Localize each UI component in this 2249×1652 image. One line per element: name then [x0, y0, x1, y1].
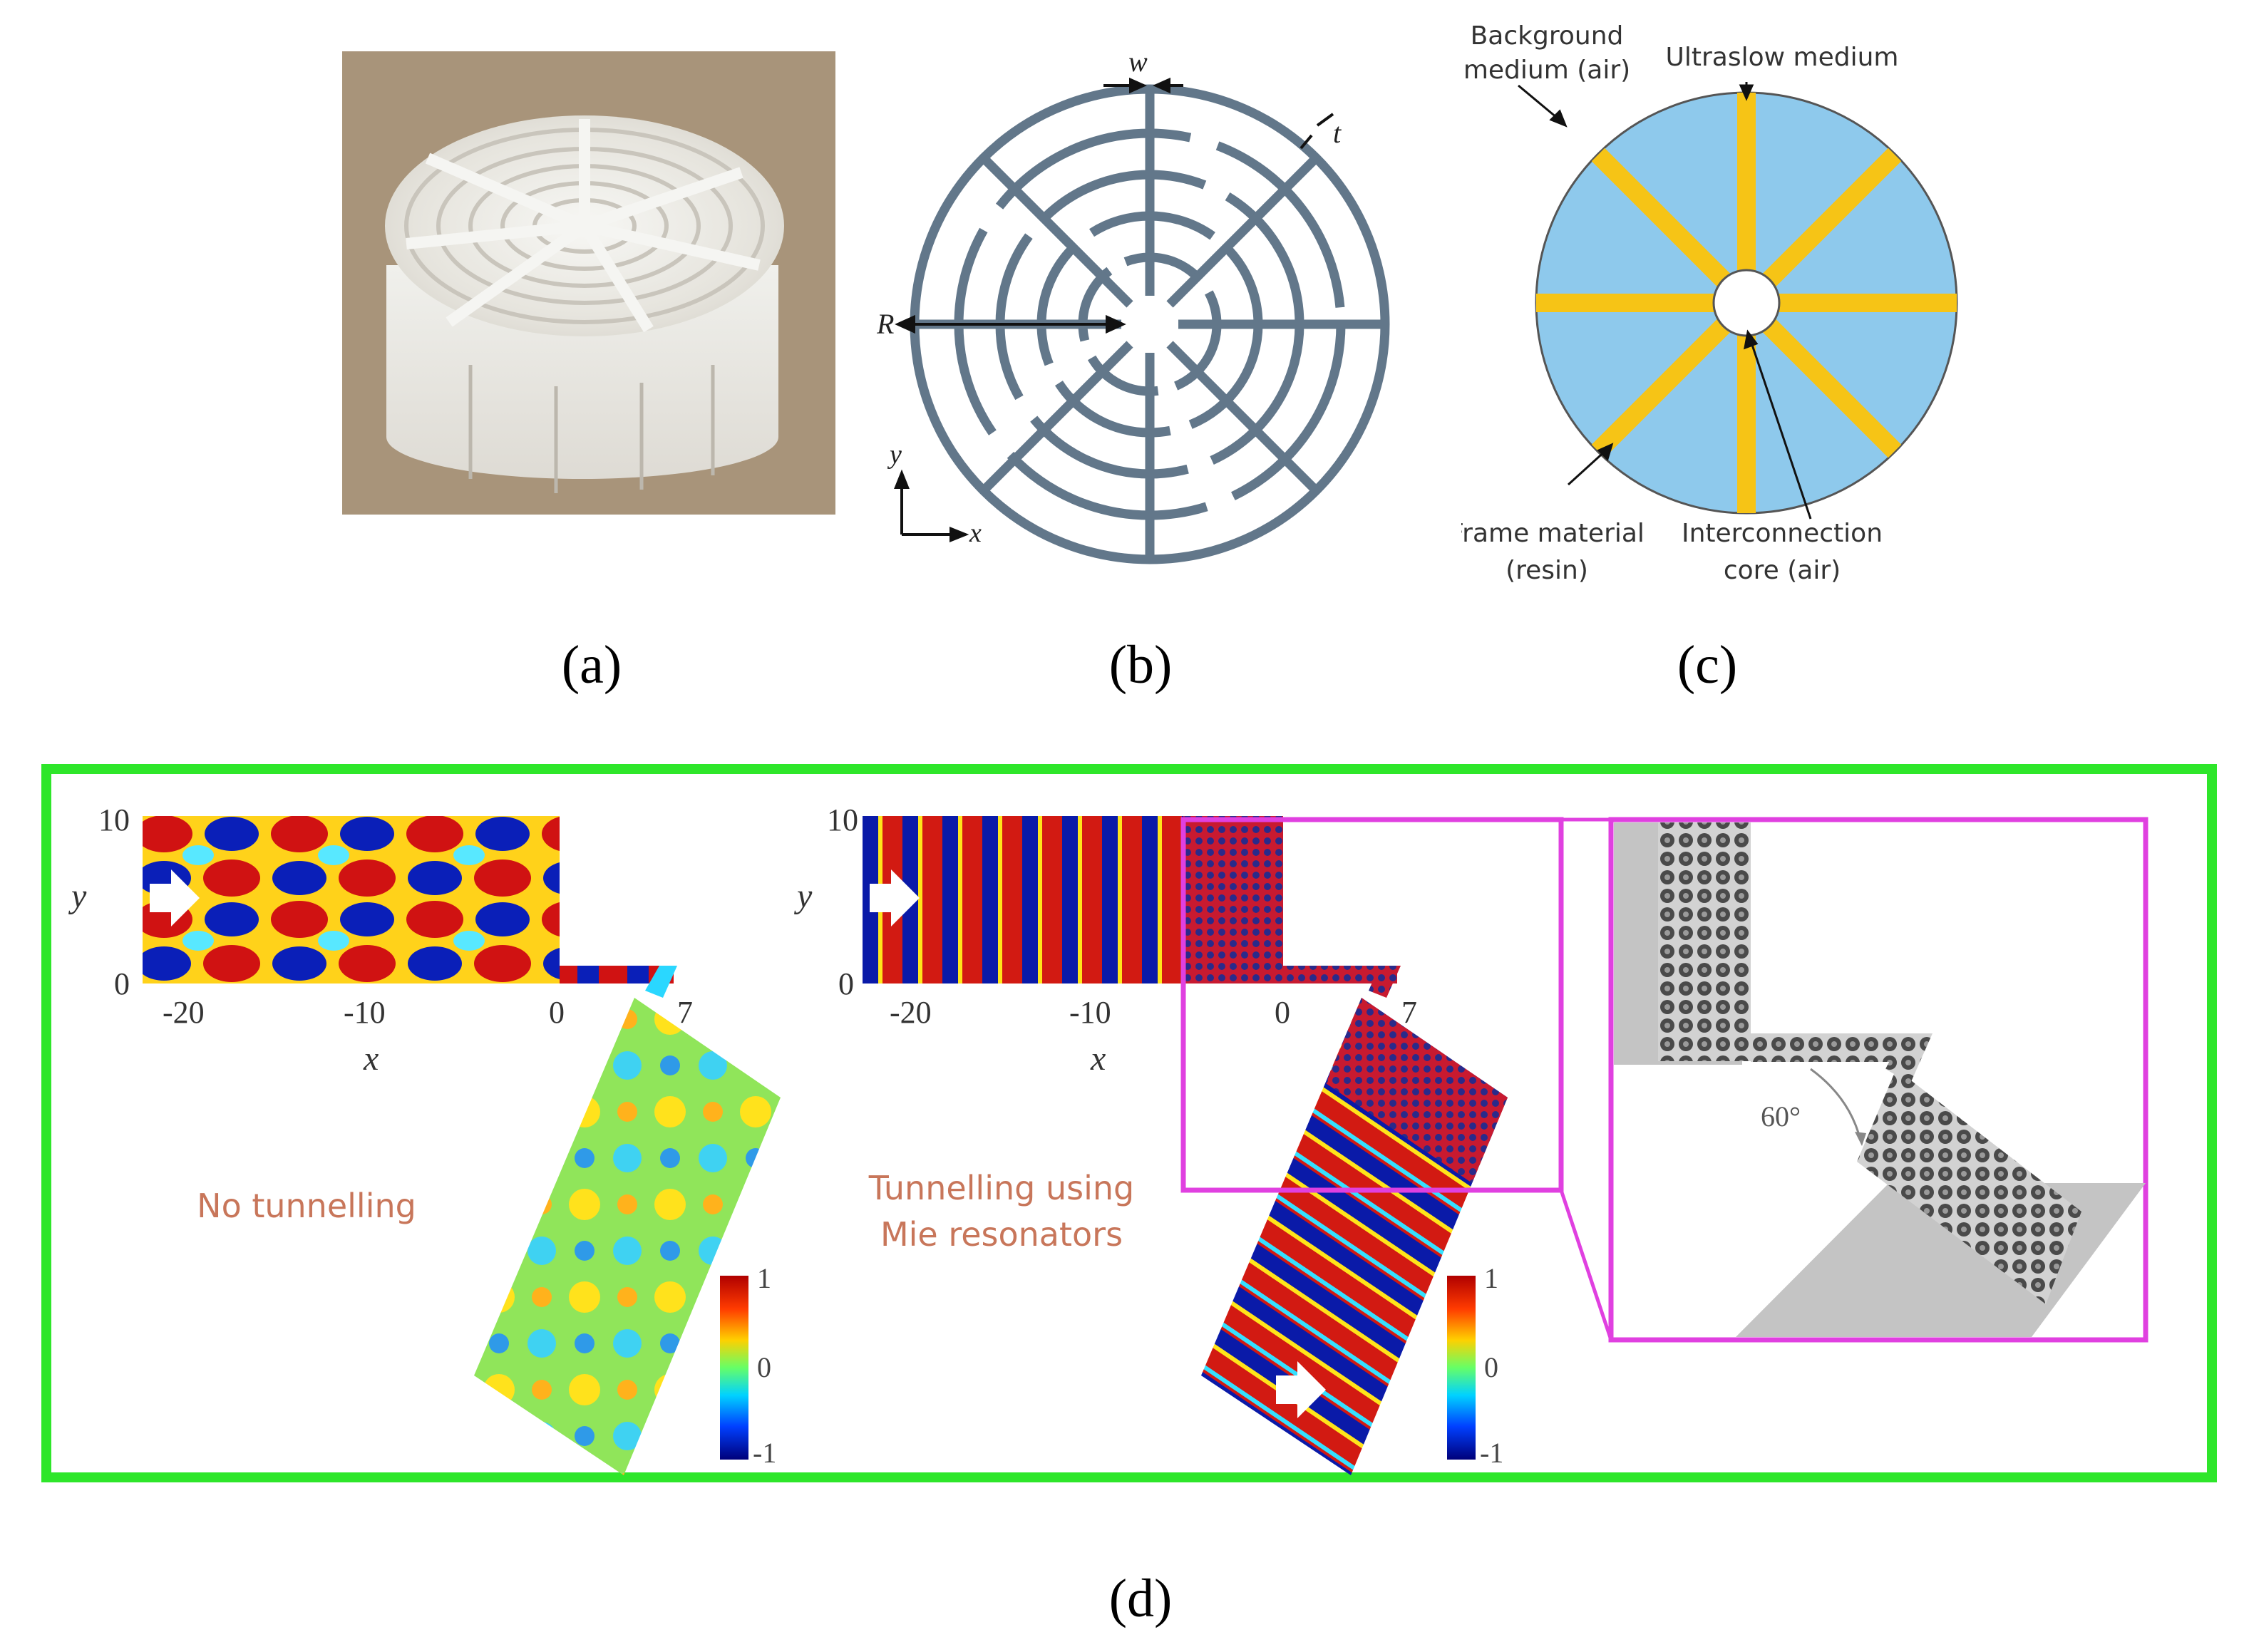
panel-d-frame	[41, 764, 2217, 1482]
label-t: t	[1333, 117, 1342, 149]
caption-c: (c)	[1677, 635, 1738, 695]
core-label-line1: Interconnection	[1682, 519, 1883, 548]
axis-y-label: y	[887, 440, 902, 470]
core-label-line2: core (air)	[1724, 556, 1841, 585]
mid-colorbar	[1447, 1276, 1476, 1460]
mid-x-tick-m10: -10	[1069, 995, 1111, 1030]
label-R: R	[877, 308, 894, 340]
left-y-tick-0: 0	[114, 966, 130, 1001]
no-tunnelling-note: No tunnelling	[197, 1187, 416, 1225]
mid-colorbar-tick-0: 0	[1484, 1351, 1498, 1383]
mid-x-tick-7: 7	[1401, 995, 1417, 1030]
mid-colorbar-tick-m1: -1	[1480, 1437, 1504, 1469]
left-y-label: y	[71, 877, 87, 915]
mid-x-tick-m20: -20	[890, 995, 932, 1030]
zoom-inset: 60°	[1180, 817, 2148, 1343]
mid-y-tick-10: 10	[827, 802, 858, 837]
caption-b: (b)	[1108, 635, 1173, 695]
frame-label-line1: Frame material	[1461, 519, 1645, 548]
left-colorbar-tick-1: 1	[757, 1262, 771, 1294]
axis-x-label: x	[969, 518, 982, 548]
mid-y-tick-0: 0	[838, 966, 854, 1001]
left-x-tick-m10: -10	[344, 995, 386, 1030]
labyrinth-diagram: w t R y x	[877, 46, 1390, 564]
effective-medium-diagram: Background medium (air) Ultraslow medium…	[1461, 21, 1958, 585]
mid-colorbar-tick-1: 1	[1484, 1262, 1498, 1294]
left-x-tick-0: 0	[549, 995, 565, 1030]
field-no-tunnelling	[143, 816, 781, 1475]
photo-3d-printed-device	[342, 51, 835, 515]
field-tunnelling	[863, 816, 1508, 1475]
mid-y-label: y	[797, 877, 813, 915]
left-y-tick-10: 10	[98, 802, 130, 837]
background-label-line1: Background	[1471, 21, 1624, 51]
device-ridges	[404, 119, 765, 493]
angle-label: 60°	[1761, 1100, 1801, 1132]
frame-label-line2: (resin)	[1506, 556, 1588, 585]
caption-d: (d)	[1108, 1569, 1173, 1628]
mid-x-label: x	[1091, 1040, 1106, 1078]
background-label-line2: medium (air)	[1463, 56, 1630, 85]
caption-a: (a)	[561, 635, 622, 695]
ultraslow-label: Ultraslow medium	[1666, 43, 1899, 72]
left-colorbar-tick-m1: -1	[753, 1437, 777, 1469]
left-colorbar	[720, 1276, 748, 1460]
label-w: w	[1128, 46, 1148, 78]
mid-x-tick-0: 0	[1275, 995, 1290, 1030]
tunnelling-note-line1: Tunnelling using	[868, 1169, 1135, 1207]
left-colorbar-tick-0: 0	[757, 1351, 771, 1383]
left-x-tick-7: 7	[677, 995, 693, 1030]
left-x-label: x	[364, 1040, 379, 1078]
left-x-tick-m20: -20	[163, 995, 205, 1030]
tunnelling-note-line2: Mie resonators	[880, 1215, 1123, 1254]
